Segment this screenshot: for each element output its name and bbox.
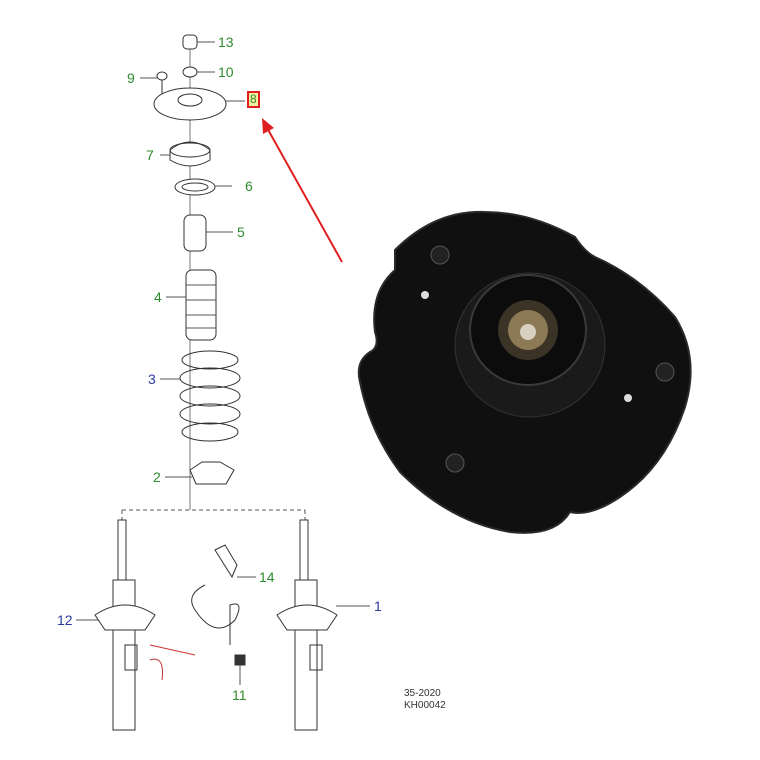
- part-1-strut-right: [276, 519, 338, 731]
- callout-13: 13: [218, 34, 234, 50]
- callout-10: 10: [218, 64, 234, 80]
- callout-2: 2: [153, 469, 161, 485]
- callout-3: 3: [148, 371, 156, 387]
- part-14-bracket: [214, 544, 238, 579]
- callout-7: 7: [146, 147, 154, 163]
- part-5-bump-stop: [183, 214, 207, 252]
- part-3-spring: [179, 350, 241, 442]
- part-11-sensor-harness: [191, 584, 240, 645]
- callout-14: 14: [259, 569, 275, 585]
- top-mount-photo: [357, 210, 692, 534]
- callout-6: 6: [245, 178, 253, 194]
- callout-4: 4: [154, 289, 162, 305]
- reference-code: 35-2020 KH00042: [404, 688, 446, 712]
- exploded-assembly: [76, 34, 370, 731]
- part-8-top-mount: [153, 87, 227, 121]
- callout-1: 1: [374, 598, 382, 614]
- callout-8-highlighted: 8: [247, 91, 260, 108]
- highlight-arrow: [262, 118, 343, 263]
- part-9-stud: [156, 71, 168, 81]
- callout-9: 9: [127, 70, 135, 86]
- reference-line-1: 35-2020: [404, 688, 441, 699]
- part-6-seat: [174, 178, 216, 196]
- callout-11: 11: [232, 687, 247, 703]
- part-2-lower-seat: [189, 461, 235, 485]
- callout-12: 12: [57, 612, 73, 628]
- part-4-boot: [185, 269, 217, 341]
- reference-line-2: KH00042: [404, 700, 446, 711]
- part-10-nut: [182, 66, 198, 78]
- part-13-cap: [182, 34, 198, 50]
- part-7-bearing: [169, 141, 211, 167]
- part-12-strut-left: [94, 519, 163, 731]
- callout-5: 5: [237, 224, 245, 240]
